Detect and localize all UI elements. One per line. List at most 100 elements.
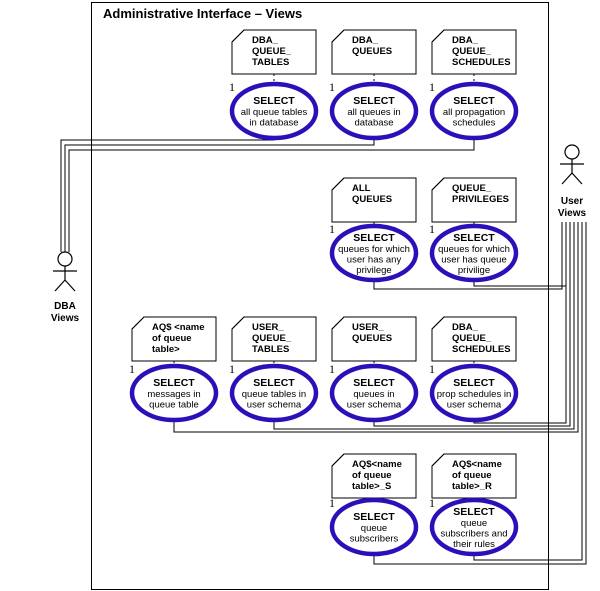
note-fold [331, 316, 345, 330]
user-actor[interactable]: User Views [558, 144, 587, 219]
user-association-line [273, 222, 575, 430]
view-note: USER_QUEUES [331, 316, 417, 362]
use-case-description: subscribers [350, 534, 399, 545]
use-case-description: user has queue [441, 255, 507, 266]
dba-actor[interactable]: DBA Views [51, 251, 80, 324]
use-case-action: SELECT [353, 95, 395, 107]
view-note: DBA_QUEUE_TABLES [231, 29, 317, 75]
user-actor-label-2: Views [558, 208, 587, 219]
view-name: SCHEDULES [452, 57, 511, 68]
multiplicity-label: 1 [429, 496, 435, 510]
note-fold [331, 29, 345, 43]
use-case-description: queues in [353, 389, 394, 400]
view-name: AQ$<name [452, 459, 502, 470]
use-case-description: all queues in [347, 107, 400, 118]
view-name: QUEUE_ [252, 46, 292, 57]
dba-association-line [64, 138, 375, 252]
multiplicity-label: 1 [429, 222, 435, 236]
use-case-description: queues for which [438, 244, 510, 255]
use-case-ellipse [329, 81, 419, 141]
use-case-description: messages in [147, 389, 200, 400]
view-name: QUEUES [352, 194, 392, 205]
view-name: table>_S [352, 481, 391, 492]
stick-figure-icon [560, 144, 584, 185]
view-name: QUEUE_ [452, 46, 492, 57]
use-case-description: user has any [347, 255, 402, 266]
use-case-description: all propagation [443, 107, 505, 118]
use-case-description: privilige [458, 265, 490, 276]
use-case-action: SELECT [153, 377, 195, 389]
use-case-ellipse [429, 497, 519, 557]
use-case-description: queue [461, 518, 487, 529]
view-name: DBA_ [252, 35, 279, 46]
view-name: DBA_ [452, 35, 479, 46]
user-association-line [373, 222, 571, 427]
view-name: QUEUES [352, 333, 392, 344]
connectors [60, 2, 587, 590]
view-name: QUEUE_ [252, 333, 292, 344]
view-name: of queue [352, 470, 392, 481]
user-association-line [473, 222, 583, 561]
dba-association-line [68, 138, 475, 252]
view-name: table> [152, 344, 180, 355]
use-case-ellipse [329, 363, 419, 423]
use-case-action: SELECT [453, 232, 495, 244]
multiplicity-label: 1 [429, 80, 435, 94]
stick-figure-icon [53, 251, 77, 292]
use-case-description: database [354, 118, 393, 129]
user-association-line [373, 222, 587, 565]
user-association-line [373, 222, 563, 290]
use-case-description: user schema [247, 400, 302, 411]
multiplicity-label: 1 [329, 496, 335, 510]
view-note: QUEUE_PRIVILEGES [431, 177, 517, 223]
use-case-ellipse [429, 363, 519, 423]
multiplicity-label: 1 [329, 362, 335, 376]
view-name: TABLES [252, 57, 289, 68]
view-note: DBA_QUEUE_SCHEDULES [431, 29, 517, 75]
note-fold [431, 453, 445, 467]
view-name: DBA_ [452, 322, 479, 333]
use-case-description: queue table [149, 400, 199, 411]
use-case-action: SELECT [453, 506, 495, 518]
multiplicity-label: 1 [329, 222, 335, 236]
use-case-description: their rules [453, 539, 495, 550]
multiplicity-label: 1 [329, 80, 335, 94]
view-name: table>_R [452, 481, 492, 492]
dba-actor-label-2: Views [51, 313, 80, 324]
multiplicity-label: 1 [229, 362, 235, 376]
note-fold [331, 453, 345, 467]
view-name: USER_ [252, 322, 284, 333]
use-case-ellipse [229, 363, 319, 423]
multiplicity-label: 1 [129, 362, 135, 376]
diagram-title: Administrative Interface – Views [103, 6, 302, 21]
view-name: ALL [352, 183, 371, 194]
view-name: DBA_ [352, 35, 379, 46]
use-case-description: user schema [347, 400, 402, 411]
note-fold [231, 316, 245, 330]
use-case-ellipse [129, 363, 219, 423]
note-fold [131, 316, 145, 330]
note-fold [431, 177, 445, 191]
view-note: DBA_QUEUES [331, 29, 417, 75]
view-name: of queue [452, 470, 492, 481]
use-case-description: all queue tables [241, 107, 308, 118]
use-case-action: SELECT [353, 377, 395, 389]
use-case-action: SELECT [453, 377, 495, 389]
use-case-ellipse [329, 497, 419, 557]
use-case-description: queue tables in [242, 389, 306, 400]
